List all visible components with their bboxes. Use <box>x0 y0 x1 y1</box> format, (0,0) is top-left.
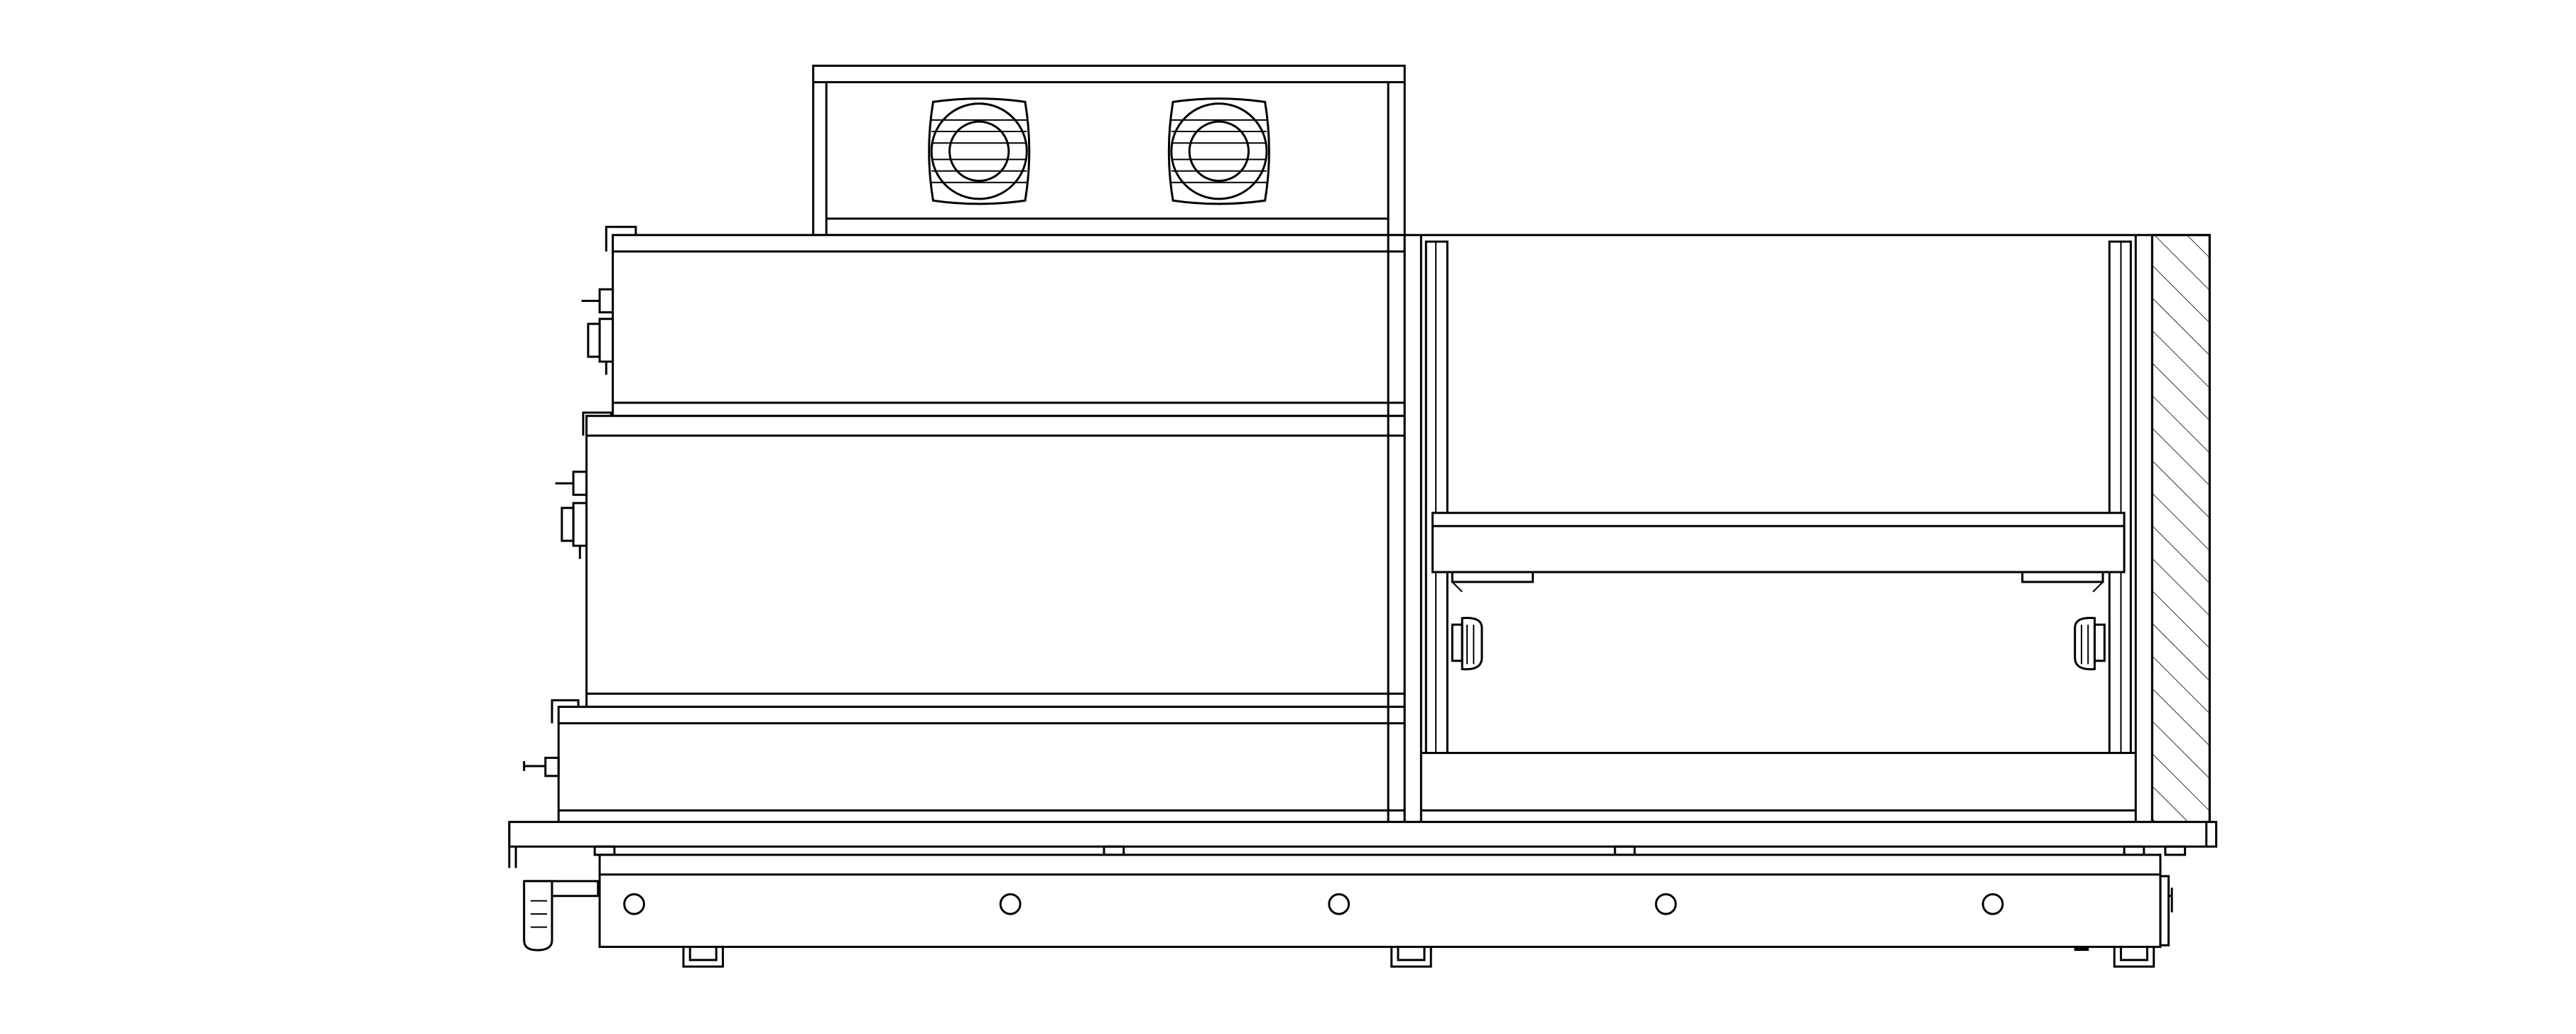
sliding-tray <box>1433 513 2125 592</box>
bolt-hole <box>1656 894 1676 914</box>
valve-fitting-icon <box>524 758 559 775</box>
bolt-hole <box>624 894 644 914</box>
frame-feet <box>683 947 2154 966</box>
base-frame <box>600 855 2172 950</box>
lower-module <box>524 700 1405 822</box>
hatched-side-wall <box>2152 235 2209 822</box>
knob-icon <box>2075 618 2105 669</box>
left-guide-rail <box>1426 242 1447 753</box>
valve-fitting-icon <box>556 472 587 559</box>
fan-grille-icon <box>929 99 1029 204</box>
bolt-hole <box>1000 894 1020 914</box>
right-guide-rail <box>2109 242 2131 753</box>
base-plate <box>509 822 2217 868</box>
fan-housing <box>813 66 1405 235</box>
mounting-clips <box>595 846 2185 855</box>
handle-icon <box>524 881 598 950</box>
bolt-hole <box>1983 894 2003 914</box>
valve-fitting-icon <box>582 289 613 375</box>
right-compartment <box>1405 235 2209 822</box>
upper-module <box>582 227 1405 416</box>
fan-grille-icon <box>1169 99 1269 204</box>
bolt-hole <box>1329 894 1349 914</box>
knob-icon <box>1452 618 1482 669</box>
middle-module <box>556 413 1405 707</box>
